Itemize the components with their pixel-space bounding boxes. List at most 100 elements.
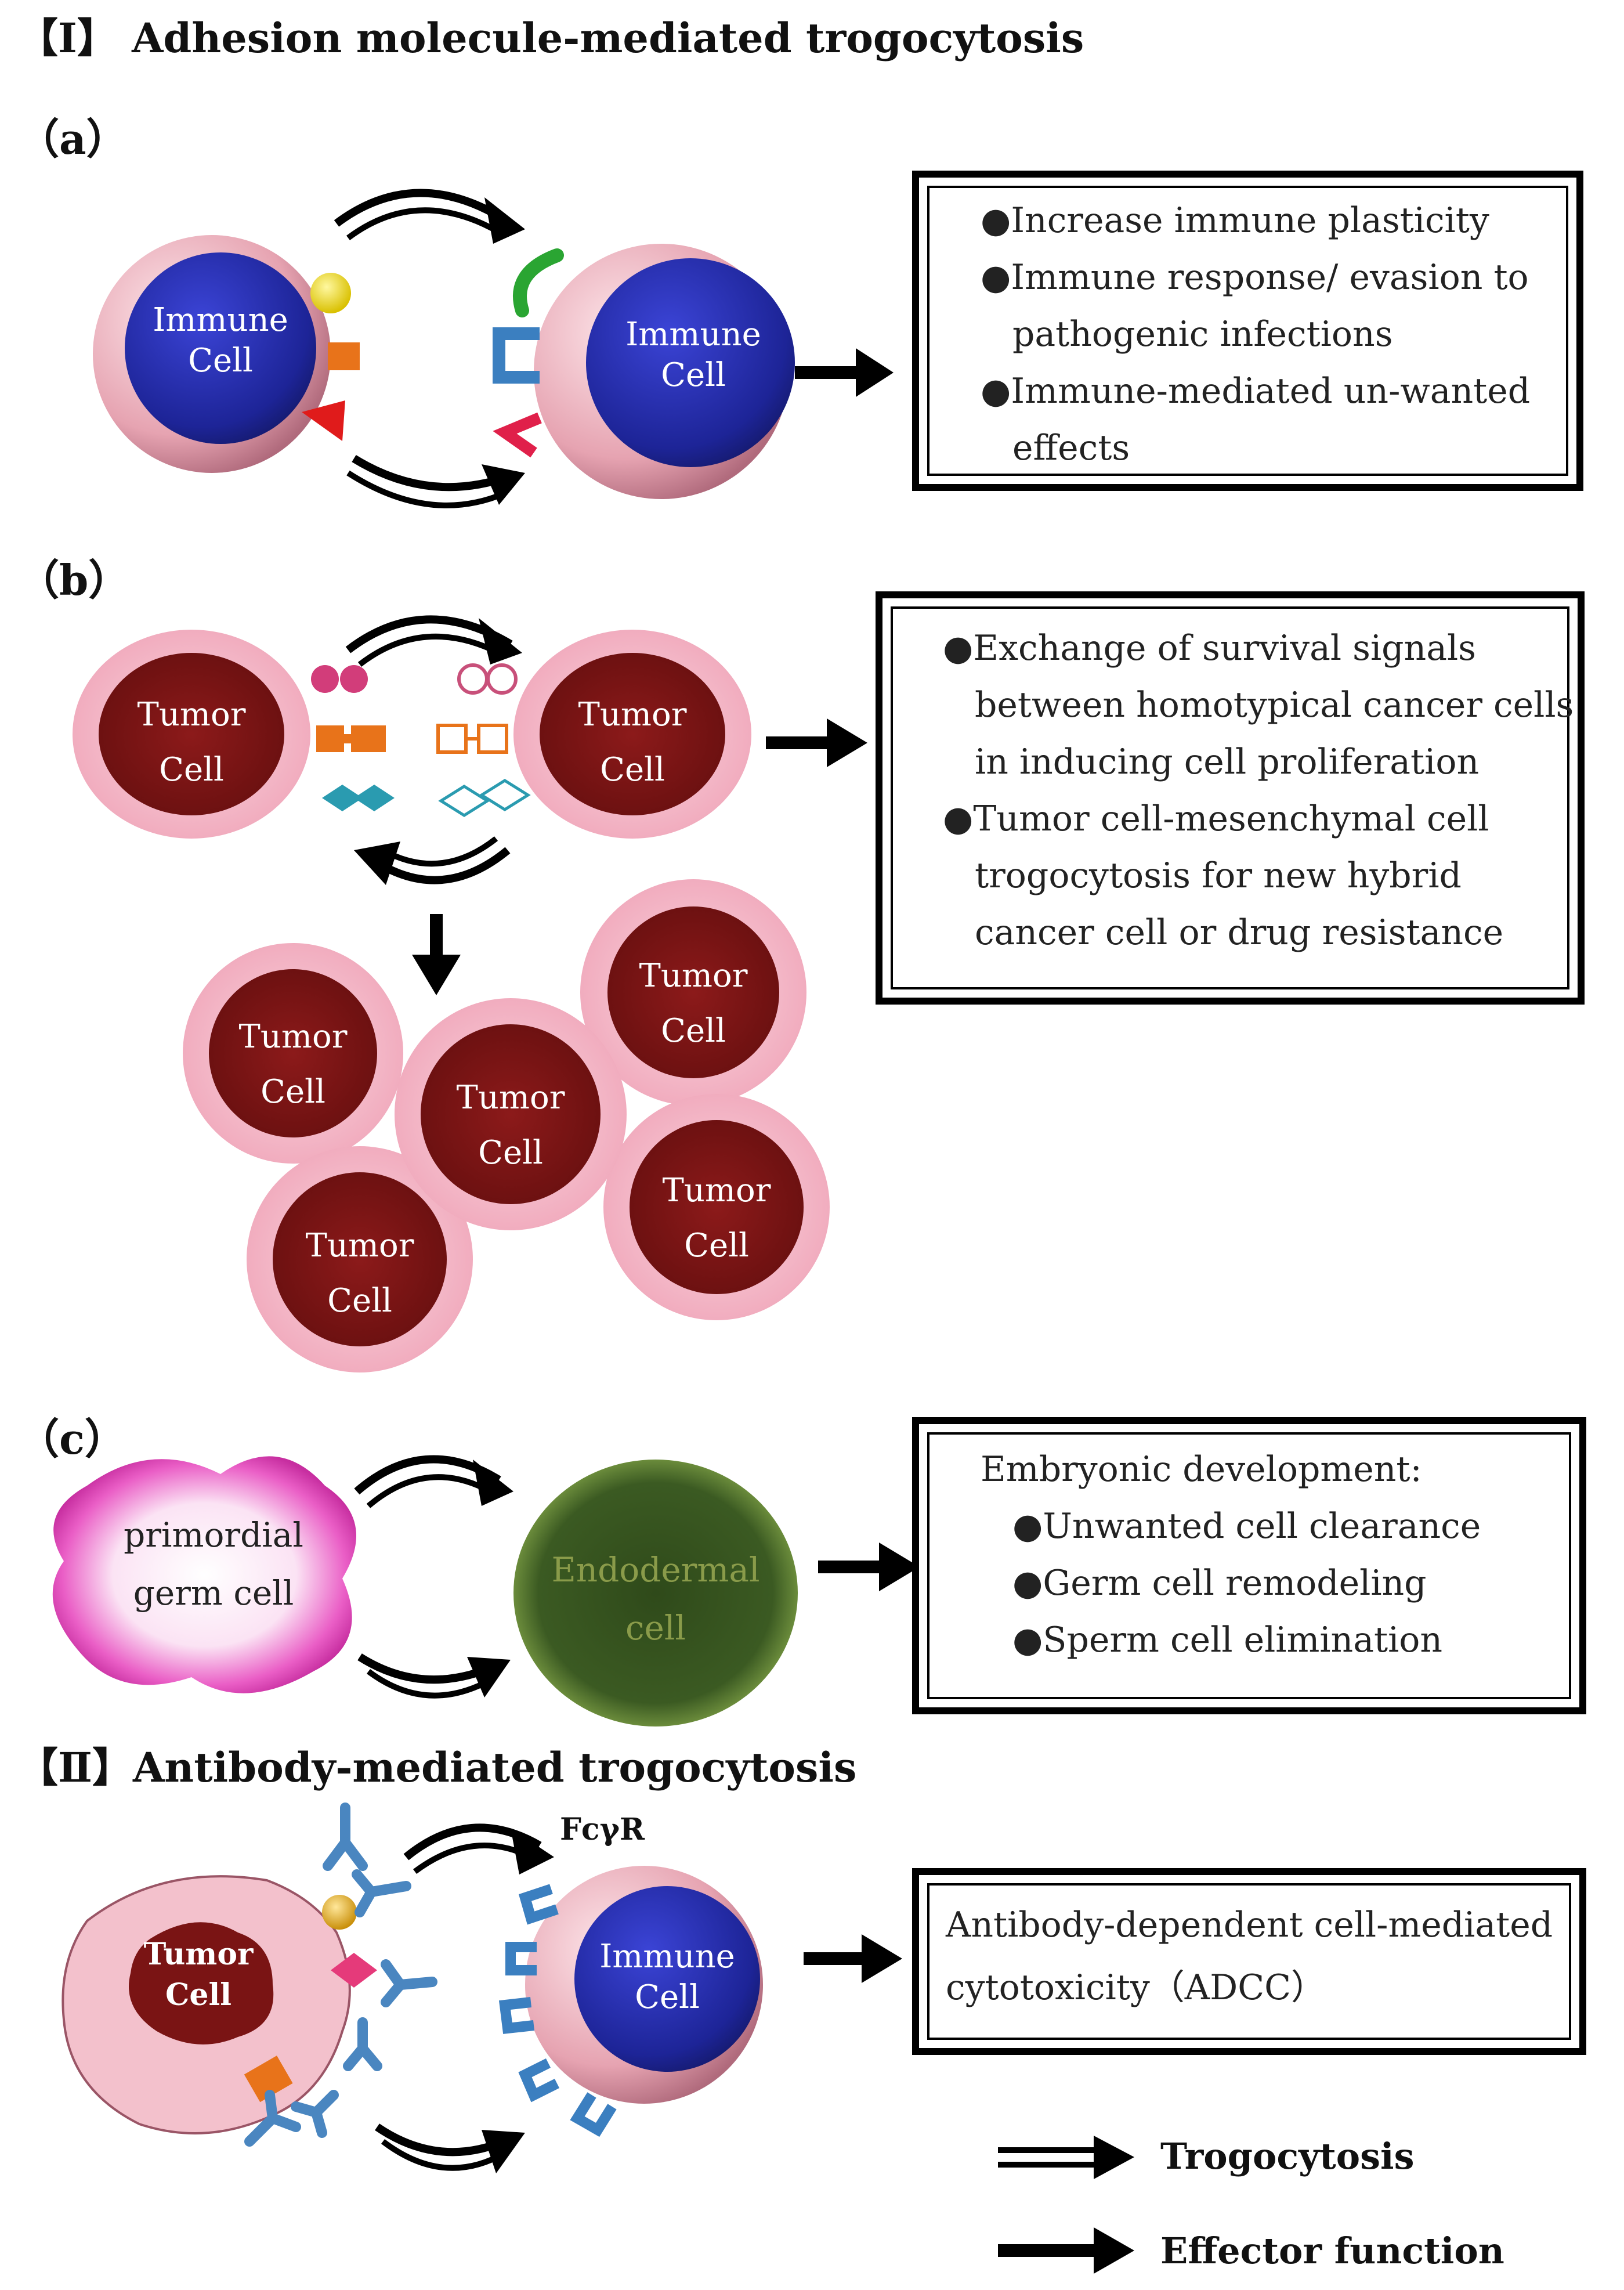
tumor-cell-ii-label-2: Cell bbox=[165, 1977, 232, 2013]
tumor-cell-label-2: Cell bbox=[261, 1073, 325, 1111]
proliferation-arrow-down bbox=[412, 914, 461, 995]
tumor-cell: Tumor Cell bbox=[183, 943, 403, 1164]
effect-b-3: in inducing cell proliferation bbox=[975, 742, 1479, 782]
endodermal-label-1: Endodermal bbox=[551, 1550, 759, 1590]
tumor-cell-label-2: Cell bbox=[600, 751, 665, 789]
effect-a-5: effects bbox=[1012, 428, 1130, 468]
tumor-cell-label-2: Cell bbox=[684, 1227, 749, 1265]
effect-c-1: ●Unwanted cell clearance bbox=[1012, 1506, 1481, 1547]
antibody bbox=[343, 2017, 382, 2071]
trogocytosis-arrow-ii-bottom bbox=[375, 2123, 525, 2173]
fc-receptor bbox=[518, 1884, 559, 1925]
effects-box-c: Embryonic development: ●Unwanted cell cl… bbox=[912, 1417, 1586, 1714]
trogocytosis-arrow-bottom bbox=[346, 455, 525, 508]
antigen-orange-square bbox=[244, 2056, 293, 2103]
antibodies bbox=[244, 1803, 437, 2147]
tumor-cell-label-2: Cell bbox=[661, 1012, 726, 1050]
section-2-title: 【Ⅱ】Antibody-mediated trogocytosis bbox=[17, 1743, 856, 1791]
tumor-cell: Tumor Cell bbox=[247, 1146, 473, 1372]
legend-effector-arrow bbox=[998, 2227, 1134, 2274]
pgc-label-1: primordial bbox=[124, 1515, 303, 1555]
trogocytosis-arrow-ii-top bbox=[403, 1823, 554, 1874]
tumor-cell-b-right: Tumor Cell bbox=[513, 630, 751, 839]
immune-cell-ii-label-1: Immune bbox=[599, 1938, 735, 1975]
effect-b-1: ●Exchange of survival signals bbox=[943, 628, 1476, 669]
effector-arrow-ii bbox=[804, 1934, 902, 1983]
effect-b-5: trogocytosis for new hybrid bbox=[975, 855, 1462, 896]
tumor-cell-b-left: Tumor Cell bbox=[73, 630, 310, 839]
section-1-title: 【Ⅰ】 Adhesion molecule-mediated trogocyto… bbox=[17, 14, 1084, 62]
antibody bbox=[291, 2090, 339, 2138]
immune-cell-left: Immune Cell bbox=[93, 235, 331, 473]
tumor-cell-label-1: Tumor bbox=[305, 1227, 414, 1265]
immune-cell-left-label-1: Immune bbox=[153, 301, 288, 339]
immune-cell-ii: Immune Cell bbox=[525, 1866, 763, 2104]
effector-arrow-b bbox=[766, 718, 867, 767]
fc-receptor bbox=[518, 2058, 560, 2103]
receptor-red-chevron bbox=[493, 412, 542, 458]
effect-ii-1: Antibody-dependent cell-mediated bbox=[945, 1905, 1553, 1945]
fc-receptor bbox=[505, 1942, 537, 1975]
effect-c-2: ●Germ cell remodeling bbox=[1012, 1563, 1427, 1603]
legend-effector-label: Effector function bbox=[1160, 2230, 1504, 2272]
fc-receptor bbox=[498, 1997, 534, 2034]
trogocytosis-arrow-c-top bbox=[354, 1455, 513, 1508]
receptor-green-cup bbox=[513, 248, 564, 317]
effects-box-a: ●Increase immune plasticity ●Immune resp… bbox=[912, 171, 1583, 491]
tumor-cell: Tumor Cell bbox=[603, 1094, 830, 1320]
effect-a-3: pathogenic infections bbox=[1012, 314, 1393, 355]
antibody bbox=[352, 1869, 411, 1917]
ligand-orange-square bbox=[328, 342, 360, 370]
trogocytosis-arrow-c-bottom bbox=[357, 1653, 511, 1699]
primordial-germ-cell: primordial germ cell bbox=[52, 1456, 356, 1693]
tumor-cell: Tumor Cell bbox=[580, 879, 806, 1106]
legend-trogocytosis-label: Trogocytosis bbox=[1160, 2135, 1414, 2177]
immune-cell-ii-label-2: Cell bbox=[635, 1978, 700, 2016]
tumor-cell-label-1: Tumor bbox=[639, 957, 747, 995]
fcgr-label: FcγR bbox=[560, 1812, 645, 1847]
effects-box-b: ●Exchange of survival signals between ho… bbox=[876, 591, 1585, 1005]
endodermal-label-2: cell bbox=[625, 1608, 686, 1648]
antibody bbox=[381, 1959, 437, 2007]
panel-a-label: （a） bbox=[17, 114, 128, 164]
tumor-cell-label-1: Tumor bbox=[456, 1079, 565, 1117]
molecule-pink-spheres-filled bbox=[311, 665, 368, 693]
effect-ii-2: cytotoxicity（ADCC） bbox=[946, 1967, 1326, 2008]
pgc-label-2: germ cell bbox=[133, 1573, 294, 1613]
tumor-cell-label-2: Cell bbox=[327, 1282, 392, 1320]
tumor-cell-label-1: Tumor bbox=[578, 696, 686, 734]
tumor-cell-ii: Tumor Cell bbox=[62, 1875, 351, 2134]
tumor-cell-label-1: Tumor bbox=[238, 1018, 347, 1056]
tumor-cell-label-2: Cell bbox=[478, 1134, 543, 1172]
immune-cell-left-label-2: Cell bbox=[188, 342, 253, 380]
molecule-orange-pair-outlined bbox=[436, 724, 508, 754]
molecule-teal-diamonds-filled bbox=[322, 785, 395, 811]
immune-cell-right: Immune Cell bbox=[534, 244, 795, 499]
effect-a-2: ●Immune response/ evasion to bbox=[981, 257, 1529, 298]
trogocytosis-arrow-b-bottom bbox=[354, 836, 511, 885]
tumor-cell: Tumor Cell bbox=[395, 998, 627, 1230]
tumor-cell-cluster: Tumor Cell Tumor Cell Tumor Cell Tumor C… bbox=[183, 879, 830, 1372]
antibody bbox=[323, 1803, 368, 1871]
trogocytosis-arrow-top bbox=[334, 189, 525, 244]
endodermal-cell: Endodermal cell bbox=[513, 1460, 798, 1726]
molecule-teal-diamonds-outlined bbox=[438, 779, 531, 817]
fc-receptors bbox=[498, 1884, 617, 2137]
receptor-blue-bracket bbox=[493, 327, 540, 384]
effect-b-2: between homotypical cancer cells bbox=[975, 685, 1574, 725]
ligand-yellow-sphere bbox=[310, 273, 351, 313]
antigen-pink-diamond bbox=[331, 1953, 377, 1988]
effect-c-title: Embryonic development: bbox=[981, 1449, 1422, 1490]
effect-c-3: ●Sperm cell elimination bbox=[1012, 1620, 1442, 1660]
immune-cell-right-label-1: Immune bbox=[625, 316, 761, 353]
immune-cell-right-label-2: Cell bbox=[661, 356, 726, 394]
molecule-pink-spheres-outlined bbox=[457, 663, 518, 695]
panel-c-label: （c） bbox=[17, 1414, 126, 1464]
effect-b-6: cancer cell or drug resistance bbox=[975, 912, 1503, 953]
tumor-cell-label-1: Tumor bbox=[662, 1172, 771, 1209]
legend-trogocytosis-arrow bbox=[998, 2136, 1134, 2179]
ligand-red-triangle bbox=[302, 400, 345, 441]
fc-receptor bbox=[570, 2092, 617, 2137]
effect-a-4: ●Immune-mediated un-wanted bbox=[981, 371, 1530, 411]
